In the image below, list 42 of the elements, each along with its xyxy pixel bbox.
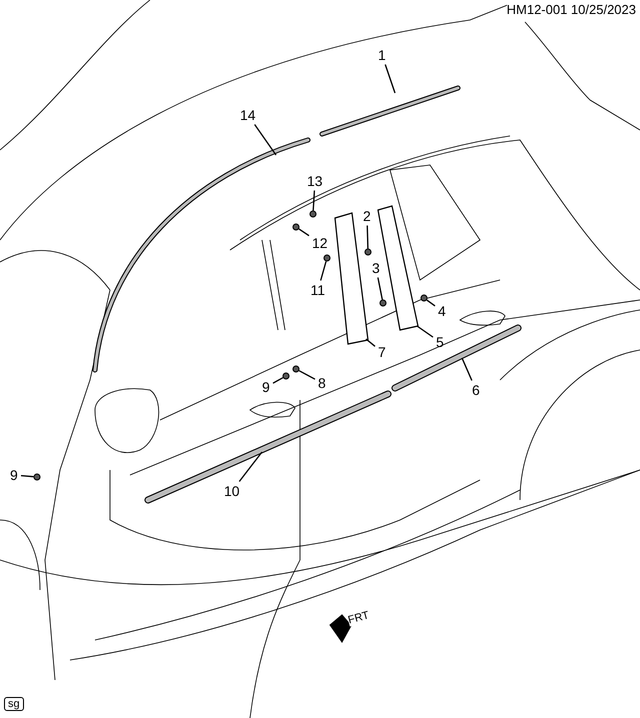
callout-number: 3: [371, 260, 381, 276]
roof-molding-drawing: [320, 86, 460, 136]
callout-number: 4: [437, 304, 447, 318]
leader-line: [461, 358, 472, 381]
fastener-icon: [420, 294, 428, 302]
leader-line: [20, 474, 34, 478]
pillar-applique-drawing: [334, 212, 369, 345]
fastener-icon: [34, 474, 40, 480]
leader-line: [377, 277, 383, 300]
callout-number: 11: [310, 282, 326, 298]
leader-line: [366, 225, 369, 249]
callout-number: 10: [223, 484, 241, 498]
fastener-icon: [324, 254, 330, 262]
callout-number: 8: [317, 376, 327, 390]
leader-line: [254, 124, 277, 156]
illustrator-code: sg: [4, 697, 24, 711]
leader-line: [366, 338, 376, 347]
leader-line: [416, 325, 434, 338]
callout-number: 14: [239, 108, 257, 122]
callout-number: 13: [306, 174, 324, 188]
leader-line: [298, 370, 316, 380]
fastener-icon: [282, 372, 290, 380]
fastener-icon: [380, 300, 386, 306]
leader-line: [298, 228, 310, 236]
direction-label: FRT: [346, 609, 370, 627]
callout-number: 12: [311, 236, 329, 250]
drawing-number: HM12-001 10/25/2023: [506, 2, 636, 17]
callout-number: 7: [377, 344, 387, 360]
door-molding-drawing: [144, 390, 392, 504]
callout-number: 9: [9, 468, 19, 482]
callout-number: 9: [261, 380, 271, 394]
callout-number: 1: [377, 48, 387, 62]
leader-line: [272, 377, 284, 384]
leader-line: [238, 452, 263, 482]
leader-line: [384, 64, 396, 94]
leader-line: [320, 261, 327, 281]
callout-number: 6: [471, 382, 481, 398]
fastener-icon: [310, 210, 316, 218]
leader-line: [312, 190, 316, 211]
fastener-icon: [364, 248, 372, 256]
callout-number: 2: [362, 208, 372, 224]
leader-line: [426, 300, 436, 306]
